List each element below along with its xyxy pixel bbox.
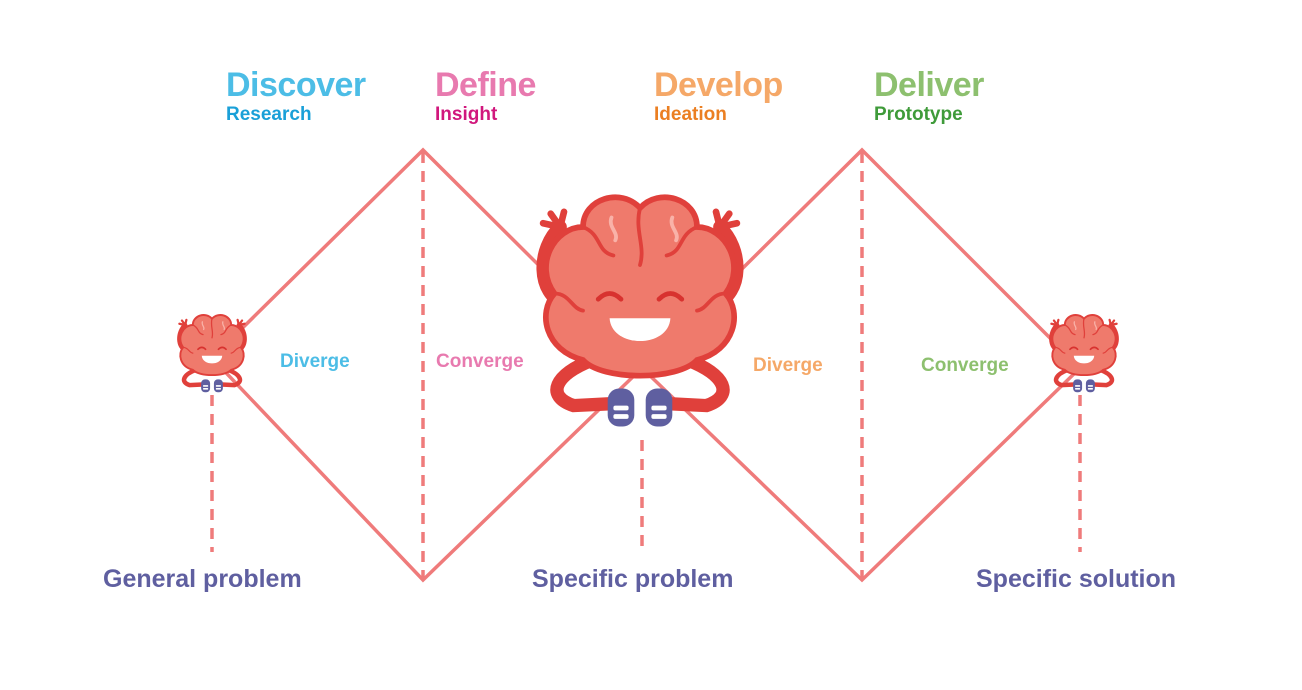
phase-develop: Develop Ideation xyxy=(654,66,783,126)
phase-subtitle: Ideation xyxy=(654,104,727,125)
mode-label-diverge-1: Diverge xyxy=(280,351,350,372)
phase-title: Deliver xyxy=(874,66,984,104)
phase-define: Define Insight xyxy=(435,66,536,126)
phase-discover: Discover Research xyxy=(226,66,366,126)
phase-subtitle: Prototype xyxy=(874,104,963,125)
mode-label-converge-1: Converge xyxy=(436,351,524,372)
mode-label-diverge-2: Diverge xyxy=(753,355,823,376)
stage-label-specific-problem: Specific problem xyxy=(532,565,734,593)
stage-label-general-problem: General problem xyxy=(103,565,302,593)
small-brain-icon-right xyxy=(1051,315,1116,392)
phase-subtitle: Insight xyxy=(435,104,498,125)
phase-deliver: Deliver Prototype xyxy=(874,66,984,126)
phase-subtitle: Research xyxy=(226,104,312,125)
phase-title: Define xyxy=(435,66,536,104)
phase-title: Discover xyxy=(226,66,366,104)
large-brain-icon xyxy=(543,197,737,426)
phase-title: Develop xyxy=(654,66,783,104)
mode-label-converge-2: Converge xyxy=(921,355,1009,376)
stage-label-specific-solution: Specific solution xyxy=(976,565,1177,593)
